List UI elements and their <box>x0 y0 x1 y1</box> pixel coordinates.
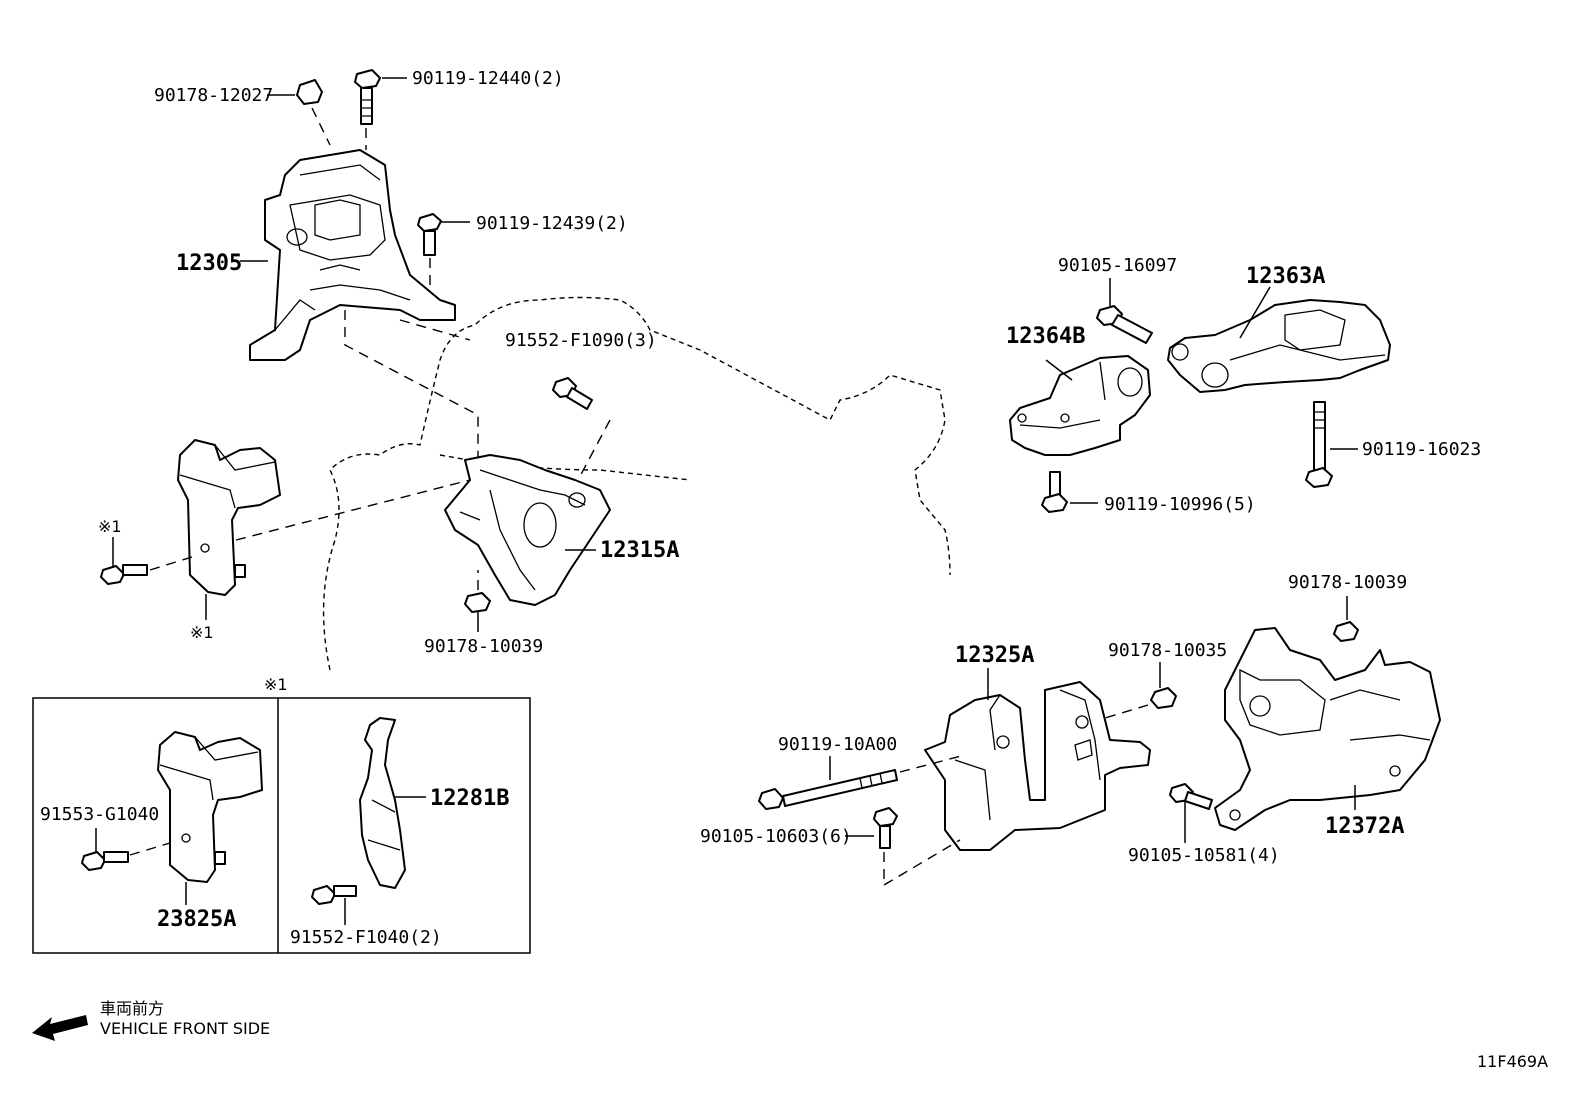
legend-front-en: VEHICLE FRONT SIDE <box>100 1019 270 1038</box>
label-90178-10039-a: 90178-10039 <box>424 636 543 657</box>
bolt-90119-16023 <box>1305 401 1333 488</box>
bracket-12315A <box>444 454 611 606</box>
label-12315A: 12315A <box>600 538 679 563</box>
label-12364B: 12364B <box>1006 324 1085 349</box>
label-91552-F1040: 91552-F1040(2) <box>290 927 442 948</box>
nut-90178-10039-b <box>1333 621 1359 642</box>
mount-12372A <box>1214 627 1441 831</box>
legend-front-jp: 車両前方 <box>100 999 164 1018</box>
bolt-90119-12439 <box>417 213 442 290</box>
bracket-12325A <box>924 681 1151 851</box>
mount-12364B <box>1009 355 1151 456</box>
label-90105-10581: 90105-10581(4) <box>1128 845 1280 866</box>
nut-90178-10035 <box>1104 687 1177 719</box>
label-12363A: 12363A <box>1246 264 1325 289</box>
label-12325A: 12325A <box>955 643 1034 668</box>
front-arrow-icon <box>32 1015 88 1041</box>
vehicle-front-legend: 車両前方 VEHICLE FRONT SIDE <box>32 999 270 1041</box>
label-91552-F1090: 91552-F1090(3) <box>505 330 657 351</box>
engine-mount-12305 <box>249 149 456 361</box>
label-23825A: 23825A <box>157 907 236 932</box>
nut-90178-10039-a <box>464 570 491 613</box>
label-90119-12440: 90119-12440(2) <box>412 68 564 89</box>
label-91553-G1040: 91553-G1040 <box>40 804 159 825</box>
label-12305: 12305 <box>176 251 242 276</box>
bolt-91552-F1040 <box>311 885 357 905</box>
engine-outline <box>322 296 951 671</box>
label-note1-top: ※1 <box>98 517 122 536</box>
bracket-23825A <box>157 731 263 883</box>
bracket-12281B <box>359 717 406 889</box>
label-90178-10035: 90178-10035 <box>1108 640 1227 661</box>
label-90119-10996: 90119-10996(5) <box>1104 494 1256 515</box>
label-90178-12027: 90178-12027 <box>154 85 273 106</box>
label-90105-10603: 90105-10603(6) <box>700 826 852 847</box>
label-12281B: 12281B <box>430 786 509 811</box>
bolt-91552-F1090 <box>552 377 611 481</box>
bolt-90105-10603 <box>873 807 961 886</box>
torque-rod-12363A <box>1167 299 1391 393</box>
bolt-note1 <box>100 564 148 585</box>
label-note1-box: ※1 <box>264 675 288 694</box>
label-90119-16023: 90119-16023 <box>1362 439 1481 460</box>
nut-90178-12027 <box>296 79 331 146</box>
bolt-90105-16097 <box>1096 305 1153 344</box>
label-90105-16097: 90105-16097 <box>1058 255 1177 276</box>
label-12372A: 12372A <box>1325 814 1404 839</box>
label-90119-10A00: 90119-10A00 <box>778 734 897 755</box>
bolt-90119-10A00 <box>758 754 966 810</box>
label-note1-bottom: ※1 <box>190 623 214 642</box>
label-90119-12439: 90119-12439(2) <box>476 213 628 234</box>
label-90178-10039-b: 90178-10039 <box>1288 572 1407 593</box>
leader-lines <box>95 77 1358 925</box>
bolt-90105-10581 <box>1169 783 1213 810</box>
bolt-90119-10996 <box>1041 471 1068 513</box>
note1-inset-box <box>32 697 531 954</box>
bolt-90119-12440 <box>354 69 381 150</box>
bracket-left-note1 <box>177 439 281 596</box>
diagram-code: 11F469A <box>1477 1052 1548 1071</box>
bolt-91553-G1040 <box>81 842 171 871</box>
